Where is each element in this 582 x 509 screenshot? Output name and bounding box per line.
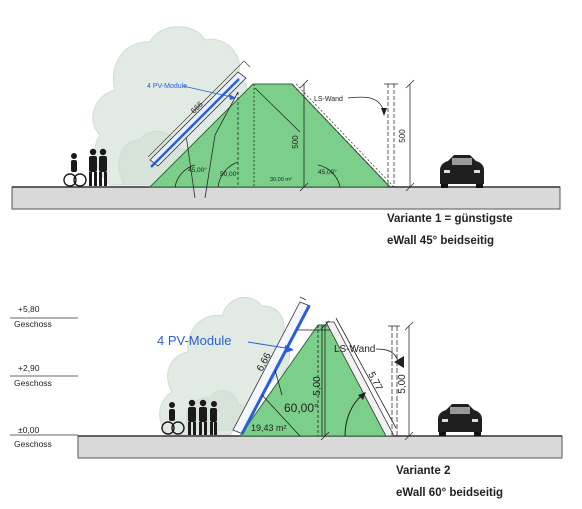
variant-1-title: Variante 1 = günstigste (387, 213, 513, 225)
level-value-ground: ±0,00 (18, 425, 39, 435)
dimension-height-1 (299, 79, 309, 192)
ls-wand-label-1: LS-Wand (314, 96, 343, 103)
level-value-top: +5,80 (18, 304, 40, 314)
pv-module-label-2: 4 PV-Module (157, 333, 231, 348)
variant-2-title: Variante 2 (396, 465, 450, 477)
variant-1-section: 500 45,00° 50,00° 30,00 m² 45,00° 666 4 … (11, 26, 561, 247)
height-label-2: 5,00 (312, 376, 323, 396)
ground-strip-2 (77, 435, 563, 459)
pedestrians-2 (161, 399, 217, 435)
ground-strip-1 (11, 186, 561, 210)
angle-right-label-1: 45,00° (318, 168, 337, 176)
height-right-label-1: 500 (398, 129, 407, 143)
car-1 (440, 155, 484, 188)
level-markers (10, 317, 78, 436)
support-lines-1 (184, 84, 301, 199)
height-right-label-2: 5,00 (397, 374, 408, 394)
ls-wall-post-1 (384, 79, 415, 192)
pv-module-label-1: 4 PV-Module (147, 83, 187, 90)
dimension-slope-2 (335, 317, 397, 429)
level-label-mid: Geschoss (14, 378, 52, 388)
pv-modules-2 (232, 296, 311, 435)
dimension-height-2 (320, 320, 330, 441)
variant-2-section: +5,80 Geschoss +2,90 Geschoss ±0,00 Gesc… (10, 296, 563, 499)
level-value-mid: +2,90 (18, 363, 40, 373)
support-lines-2 (261, 325, 330, 437)
variant-1-subtitle: eWall 45° beidseitig (387, 235, 494, 247)
level-label-ground: Geschoss (14, 439, 52, 449)
variant-2-subtitle: eWall 60° beidseitig (396, 487, 503, 499)
area-label-2: 19,43 m² (251, 423, 287, 433)
car-2 (438, 404, 482, 436)
pv-modules-1 (147, 60, 251, 168)
angle-label-2: 60,00° (284, 401, 319, 415)
ls-wand-label-2: LS-Wand (334, 344, 375, 355)
angle-mid-label-1: 50,00° (220, 170, 239, 178)
level-label-top: Geschoss (14, 319, 52, 329)
pedestrians-1 (63, 148, 107, 187)
area-label-1: 30,00 m² (270, 177, 292, 183)
ls-wall-post-2 (388, 321, 414, 441)
height-label-1: 500 (291, 135, 300, 149)
angle-left-label-1: 45,00° (188, 166, 207, 174)
